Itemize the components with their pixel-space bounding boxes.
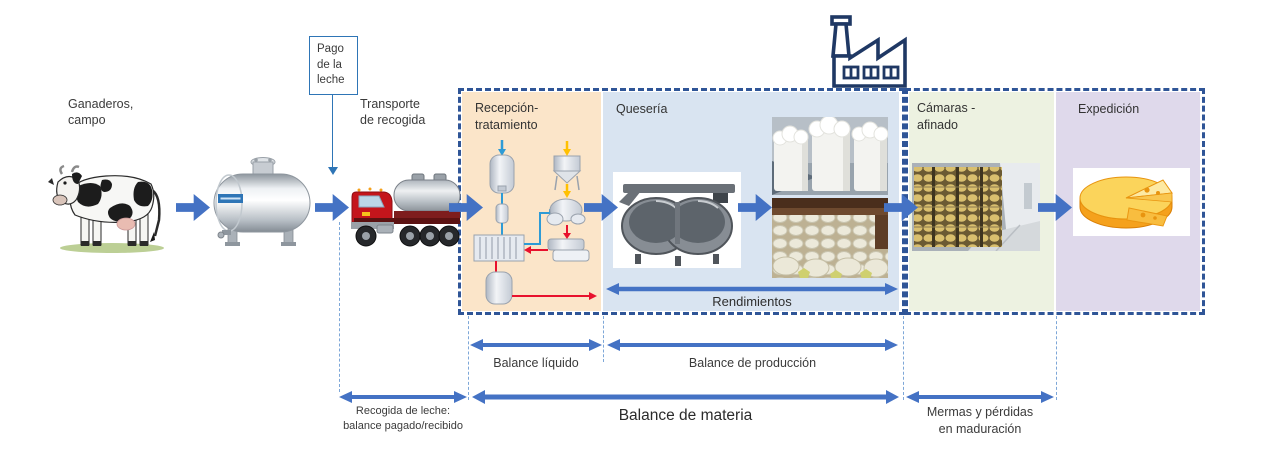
balance-liquido-label: Balance líquido [493,356,579,370]
transporte-label: Transporte de recogida [360,97,426,127]
panel-expedicion-title: Expedición [1078,102,1140,116]
milk-tank-illustration [212,152,312,252]
balance-materia-label: Balance de materia [618,407,753,424]
panel-camaras-title: Cámaras - afinado [917,101,976,132]
fresh-cheese-photo [772,117,888,195]
balance-produccion-arrow [607,338,898,352]
mermas-label: Mermas y pérdidas en maduración [926,405,1034,436]
guide-line-queseria [603,316,604,362]
rendimientos-label: Rendimientos [712,294,792,309]
rendimientos-arrow [606,282,898,296]
flow-arrow-cow-to-tank [176,194,210,221]
milk-truck-illustration [350,170,464,250]
panel-recepcion: Recepción- tratamiento [462,92,601,311]
guide-line-recepcion [468,316,469,400]
aging-room-photo [912,163,1040,251]
cheese-vat-photo [613,172,741,268]
balance-liquido-arrow [470,338,602,352]
balance-materia-arrow [472,389,899,405]
pago-arrow-line [332,95,333,167]
guide-line-expedicion [1056,316,1057,400]
cow-illustration [48,156,180,254]
guide-line-truck [339,222,340,392]
mermas-arrow [906,390,1054,404]
recogida-leche-arrow [339,390,467,404]
flow-arrow-tank-to-truck [315,194,349,221]
guide-line-camaras [903,316,904,400]
pago-arrow-head [328,167,338,180]
cheese-molds-photo [772,198,888,278]
balance-produccion-label: Balance de producción [688,356,817,370]
panel-queseria-title: Quesería [616,102,668,116]
cheese-wheel-illustration [1073,168,1190,236]
recepcion-process-diagram [466,138,599,310]
pago-leche-box: Pago de la leche [309,36,358,95]
recogida-leche-label: Recogida de leche: balance pagado/recibi… [343,405,463,432]
factory-icon [820,12,910,90]
panel-recepcion-title: Recepción- tratamiento [475,101,539,132]
ganaderos-label: Ganaderos, campo [68,97,134,127]
